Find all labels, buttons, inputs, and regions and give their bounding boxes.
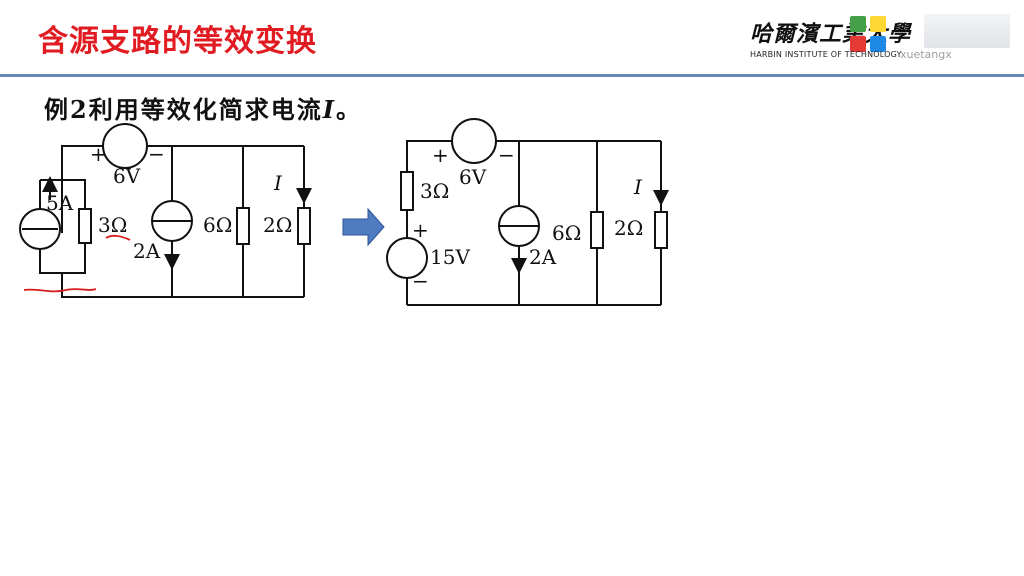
- university-logo: 哈爾濱工業大學 HARBIN INSTITUTE OF TECHNOLOGY x…: [744, 10, 1014, 70]
- right-15v-minus: −: [412, 269, 429, 293]
- annotation-underline-3ohm: [105, 234, 131, 241]
- right-current-label: I: [633, 175, 643, 199]
- right-6ohm-label: 6Ω: [552, 221, 581, 245]
- problem-text: 例2利用等效化简求电流: [44, 95, 323, 124]
- left-3ohm-label: 3Ω: [98, 213, 127, 237]
- right-2ohm-resistor: [654, 211, 668, 249]
- campus-building-image: [924, 14, 1010, 48]
- problem-variable: I: [322, 95, 336, 124]
- left-2ohm-resistor: [297, 207, 311, 245]
- right-3ohm-resistor: [400, 171, 414, 211]
- left-6v-plus: +: [90, 142, 107, 166]
- right-6v-minus: −: [498, 143, 515, 167]
- circuit-left-labels: + − 6V 5A 3Ω 2A 6Ω 2Ω I: [46, 142, 292, 263]
- right-2a-label: 2A: [529, 245, 557, 269]
- left-3ohm-resistor: [78, 208, 92, 244]
- circuit-right: [386, 118, 669, 306]
- left-6v-label: 6V: [113, 164, 141, 188]
- left-6v-minus: −: [148, 142, 165, 166]
- equivalence-arrow: [342, 207, 385, 247]
- title-divider: [0, 74, 1024, 77]
- right-2ohm-label: 2Ω: [614, 216, 643, 240]
- left-2ohm-label: 2Ω: [263, 213, 292, 237]
- circuit-left: [19, 123, 312, 298]
- logo-english-name: HARBIN INSTITUTE OF TECHNOLOGY: [750, 50, 902, 59]
- left-bottom-wire: [61, 273, 304, 298]
- watermark-text: xuetangx: [900, 48, 952, 61]
- left-6v-source: [102, 123, 148, 169]
- left-top-wire: [61, 145, 103, 233]
- right-6v-source: [451, 118, 497, 164]
- handwritten-annotations: [23, 234, 131, 293]
- left-6ohm-label: 6Ω: [203, 213, 232, 237]
- logo-blocks-icon: [850, 16, 894, 60]
- right-6v-label: 6V: [459, 165, 487, 189]
- left-current-label: I: [273, 171, 283, 195]
- right-15v-label: 15V: [430, 245, 470, 269]
- right-6v-plus: +: [432, 143, 449, 167]
- slide-title: 含源支路的等效变换: [38, 24, 317, 59]
- left-5a-label: 5A: [46, 191, 74, 215]
- right-3ohm-label: 3Ω: [420, 179, 449, 203]
- problem-statement: 例2利用等效化简求电流I。: [44, 90, 362, 125]
- right-15v-source: [386, 237, 428, 279]
- right-15v-plus: +: [412, 218, 429, 242]
- left-2a-label: 2A: [133, 239, 161, 263]
- right-6ohm-resistor: [590, 211, 604, 249]
- annotation-underline-bottom: [23, 288, 97, 293]
- left-6ohm-resistor: [236, 207, 250, 245]
- circuit-right-labels: + − 6V 3Ω + − 15V 2A 6Ω 2Ω I: [412, 143, 643, 293]
- problem-period: 。: [335, 95, 362, 124]
